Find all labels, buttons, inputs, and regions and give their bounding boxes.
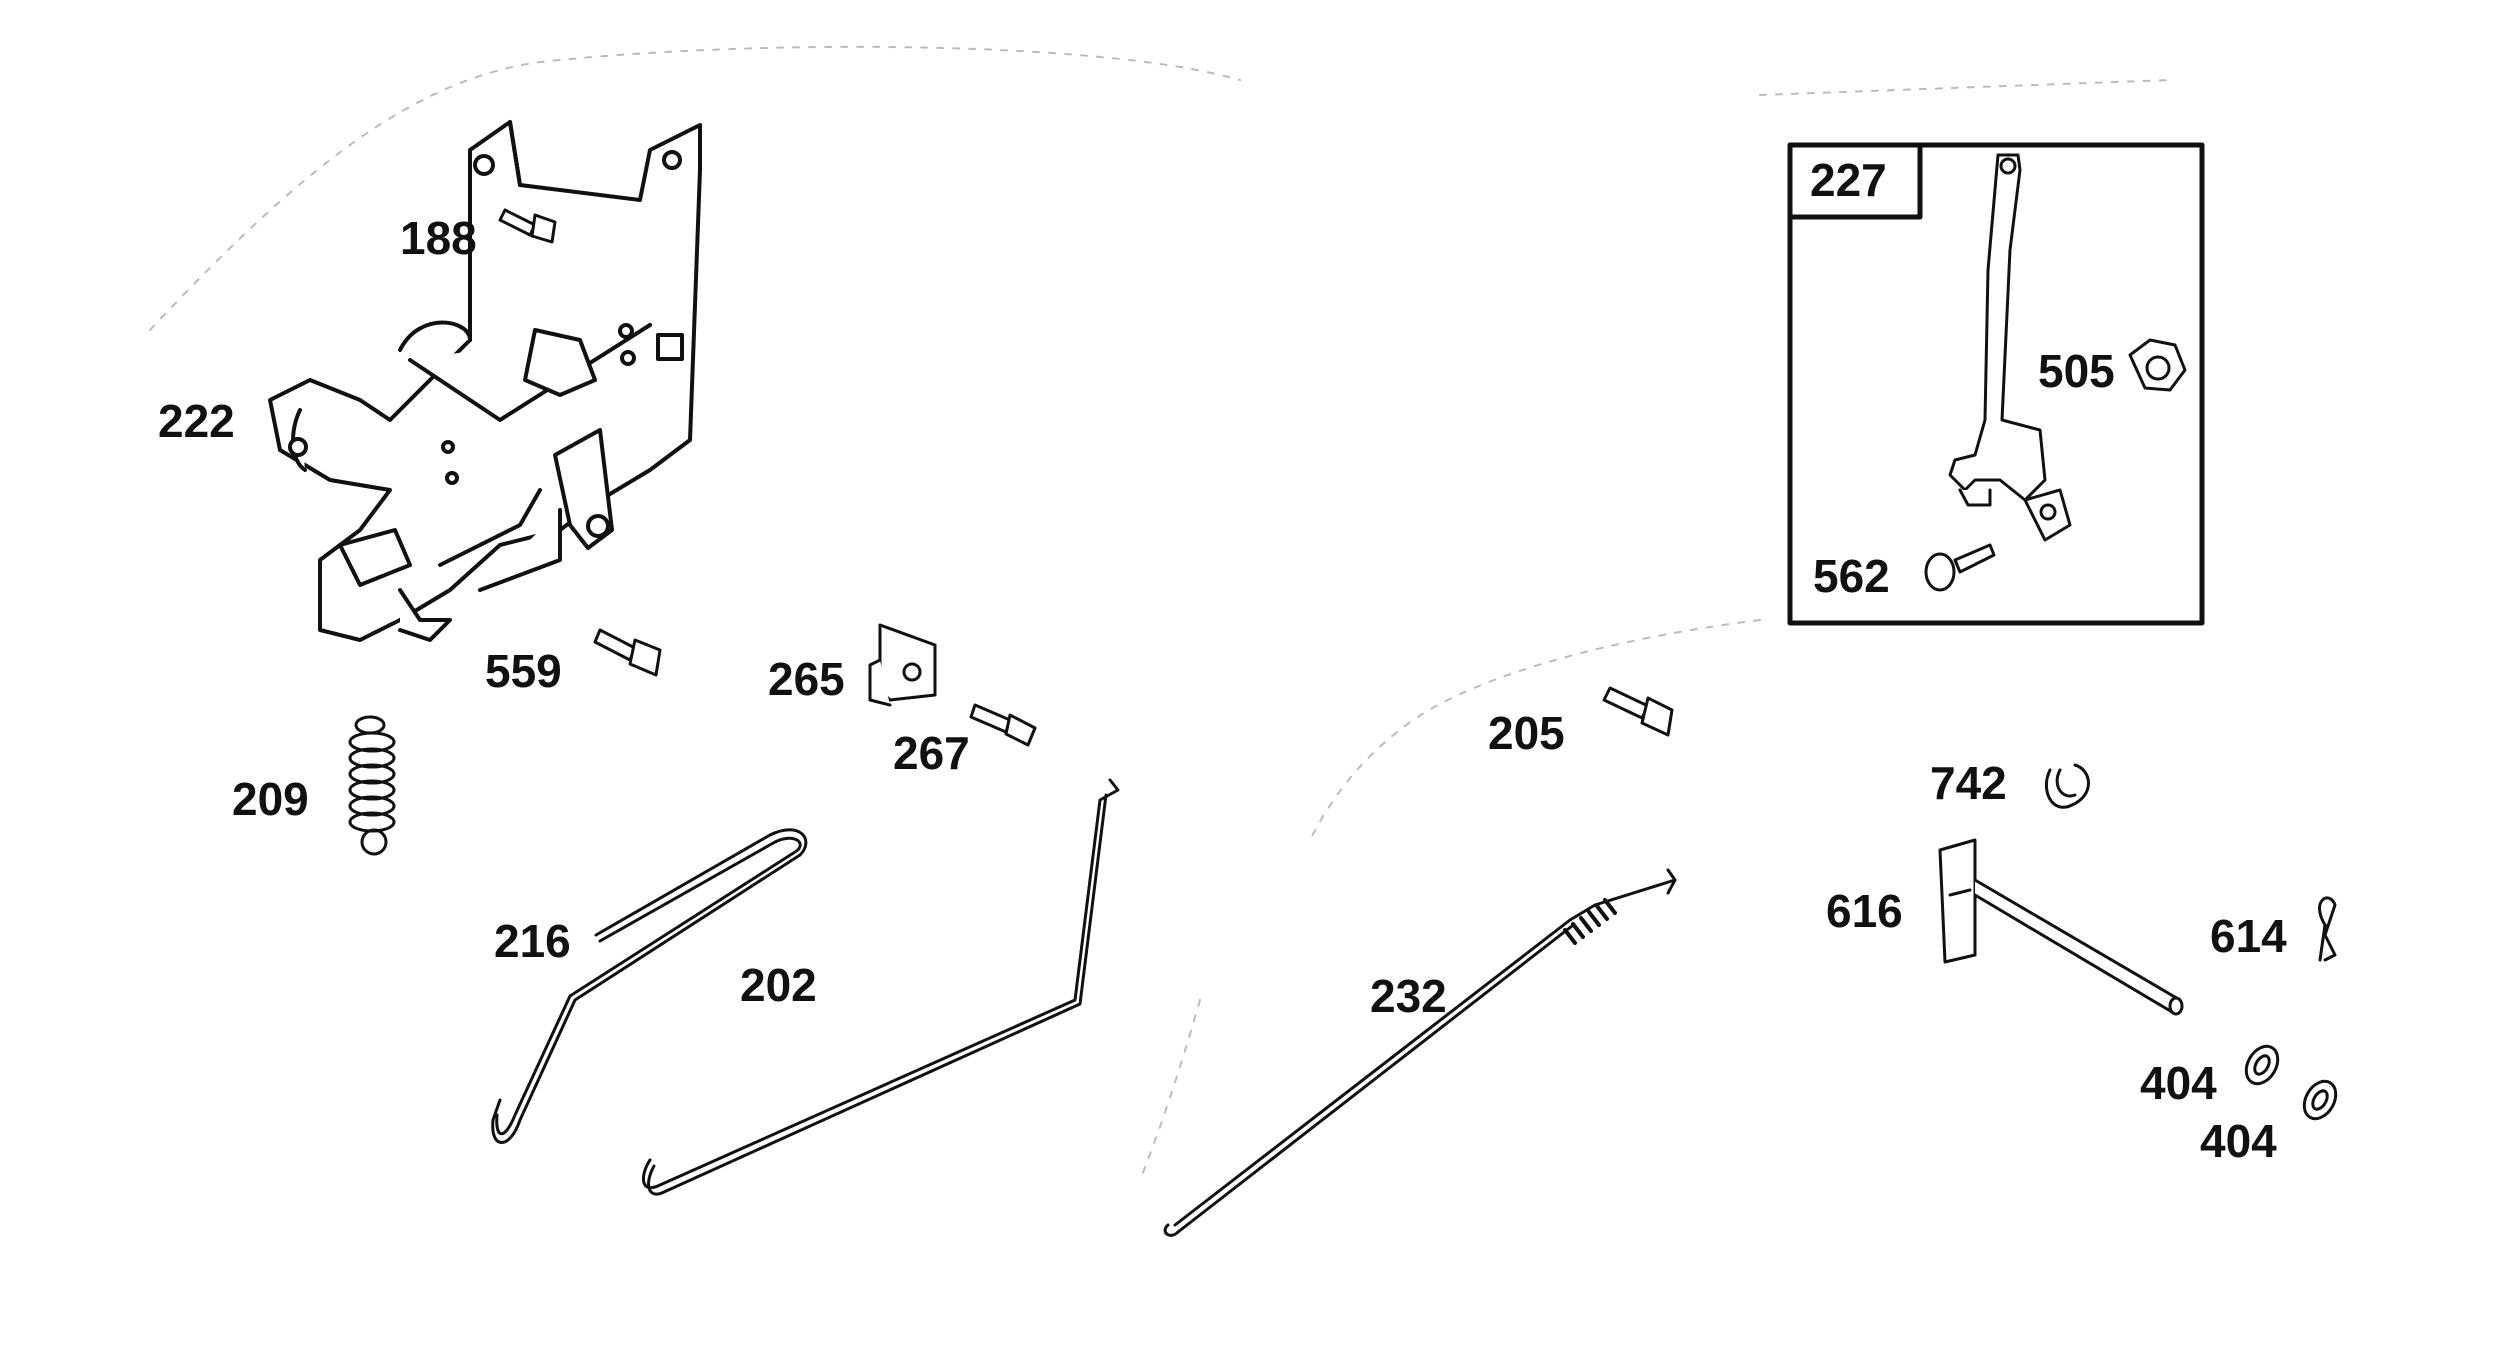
- screw-267: [969, 703, 1037, 747]
- throttle-lever-part: [1948, 153, 2072, 542]
- inset-label-227: 227: [1810, 154, 1887, 206]
- governor-rod-202: [641, 778, 1120, 1196]
- callout-202: 202: [740, 959, 817, 1011]
- washer-404-a: [2244, 1044, 2280, 1086]
- clip-265: [868, 623, 937, 707]
- hairpin-clip-614: [2318, 896, 2337, 962]
- callout-404-a: 404: [2140, 1057, 2217, 1109]
- control-bracket-part: [268, 120, 702, 642]
- callout-222: 222: [158, 395, 235, 447]
- screw-559: [593, 628, 662, 677]
- spring-209: [348, 715, 396, 856]
- callout-209: 209: [232, 773, 309, 825]
- screw-205: [1602, 686, 1674, 737]
- screw-562: [1924, 543, 1996, 592]
- washer-404-b: [2302, 1079, 2338, 1121]
- governor-lever-616: [1938, 838, 2184, 1016]
- callout-267: 267: [893, 727, 970, 779]
- inset-box-227: [1787, 142, 2205, 626]
- callout-562: 562: [1813, 550, 1890, 602]
- callout-505: 505: [2038, 345, 2115, 397]
- callout-188: 188: [400, 212, 477, 264]
- callout-404-b: 404: [2200, 1115, 2277, 1167]
- callout-559: 559: [485, 645, 562, 697]
- callout-205: 205: [1488, 707, 1565, 759]
- spring-rod-232: [1163, 868, 1677, 1237]
- background-outline: [149, 45, 2171, 1181]
- callout-216: 216: [494, 915, 571, 967]
- nut-505: [2128, 338, 2187, 392]
- retaining-ring-742: [2044, 763, 2090, 809]
- callout-742: 742: [1930, 757, 2007, 809]
- callout-265: 265: [768, 653, 845, 705]
- screw-188: [498, 208, 557, 244]
- callout-232: 232: [1370, 970, 1447, 1022]
- callout-616: 616: [1826, 885, 1903, 937]
- callout-614: 614: [2210, 910, 2287, 962]
- link-rod-216: [491, 828, 808, 1144]
